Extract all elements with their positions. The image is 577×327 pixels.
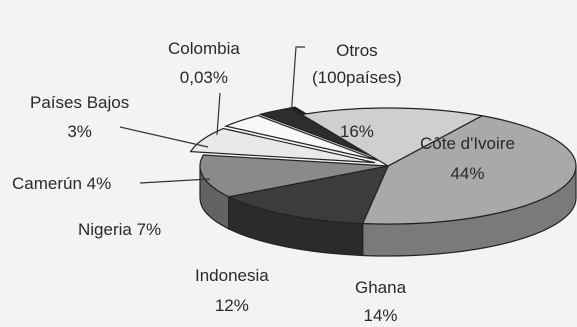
slice-cote-d-ivoire [361,115,577,225]
label-colombia-name: Colombia [168,39,240,58]
label-nigeria-name: Nigeria [78,220,132,239]
label-indonesia-name: Indonesia [195,266,269,285]
leader-colombia [216,92,221,136]
label-indonesia: Indonesia 12% [195,265,269,317]
label-nigeria-value: 7% [136,220,162,239]
label-indonesia-value: 12% [214,296,249,315]
slice-paises-bajos [258,107,381,160]
slice-otros-100paises [299,107,484,167]
label-cote-divoire-name: Côte d'Ivoire [420,134,515,153]
label-otros-value: 16% [339,122,374,141]
slice-indonesia [199,154,389,198]
label-camerun: Camerún 4% [12,173,111,195]
slice-nigeria [189,127,376,164]
label-ghana: Ghana 14% [355,277,406,327]
label-colombia-value: 0,03% [179,68,228,87]
label-camerun-name: Camerún [12,174,82,193]
label-otros: Otros (100países) 16% [312,10,402,172]
slice-ghana [226,165,390,225]
slice-camerun [223,114,379,161]
label-paises-bajos-value: 3% [67,122,92,141]
label-paises-bajos-name: Países Bajos [30,93,130,112]
label-otros-name: Otros (100países) [312,41,402,87]
label-ghana-value: 14% [363,306,398,325]
label-camerun-value: 4% [86,174,112,193]
label-cote-divoire: Côte d'Ivoire 44% [420,133,515,185]
label-nigeria: Nigeria 7% [78,219,161,241]
label-cote-divoire-value: 44% [450,164,485,183]
leader-camerun [139,178,211,184]
label-ghana-name: Ghana [355,278,407,297]
label-colombia: Colombia 0,03% [168,38,240,89]
leader-paises-bajos [119,126,209,148]
leader-otros [290,46,305,119]
label-paises-bajos: Países Bajos 3% [30,92,129,143]
